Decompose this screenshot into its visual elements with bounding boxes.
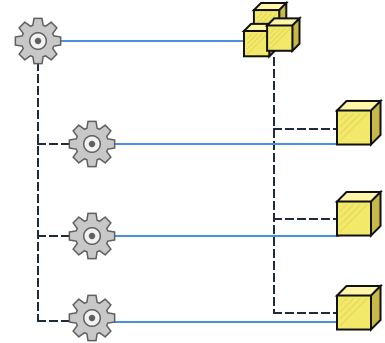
left-root-gear-icon[interactable] xyxy=(14,17,62,65)
cube-texture-line xyxy=(339,298,348,306)
gear-hub xyxy=(34,37,42,45)
cube-texture-line xyxy=(339,204,361,226)
cube-texture-line xyxy=(339,113,354,128)
right-child-1-cube-icon[interactable] xyxy=(334,98,383,147)
gear-hub xyxy=(88,314,96,322)
cube-texture-line xyxy=(246,33,263,50)
right-child-3-cube-icon[interactable] xyxy=(334,283,383,332)
left-child-1-gear-icon[interactable] xyxy=(68,120,116,168)
cube-texture-line xyxy=(256,12,268,24)
right-root-cube-stack-icon[interactable] xyxy=(241,0,302,59)
cube-front-face xyxy=(336,109,372,146)
cube-texture-line xyxy=(246,33,258,45)
cube-texture-line xyxy=(269,28,291,50)
cube-texture-line xyxy=(339,298,361,320)
cube-texture-line xyxy=(339,298,354,313)
gear-hub xyxy=(88,140,96,148)
cube-texture-line xyxy=(339,113,368,142)
left-child-2-gear-icon[interactable] xyxy=(68,212,116,260)
cube-texture-line xyxy=(339,113,348,121)
cube-texture-line xyxy=(269,28,276,34)
cube-texture-line xyxy=(339,204,348,212)
left-child-3-gear-icon[interactable] xyxy=(68,294,116,342)
cube-texture-line xyxy=(246,33,253,40)
cube-texture-line xyxy=(246,33,268,55)
right-child-2-cube-icon[interactable] xyxy=(334,189,383,238)
diagram-nodes xyxy=(14,0,383,342)
cube-texture-line xyxy=(269,28,281,39)
stack-cube-right[interactable] xyxy=(264,15,302,54)
cube-texture-line xyxy=(256,12,263,19)
cube-front-face xyxy=(336,294,372,331)
cube-front-face xyxy=(336,200,372,237)
gear-hub xyxy=(88,232,96,240)
cube-texture-line xyxy=(269,28,286,45)
cube-texture-line xyxy=(339,204,354,219)
cube-front-face xyxy=(266,24,294,52)
cube-texture-line xyxy=(339,204,368,233)
diagram-edges xyxy=(37,40,339,323)
cube-texture-line xyxy=(339,298,368,327)
cube-texture-line xyxy=(339,113,361,135)
cube-side-face xyxy=(291,15,301,54)
